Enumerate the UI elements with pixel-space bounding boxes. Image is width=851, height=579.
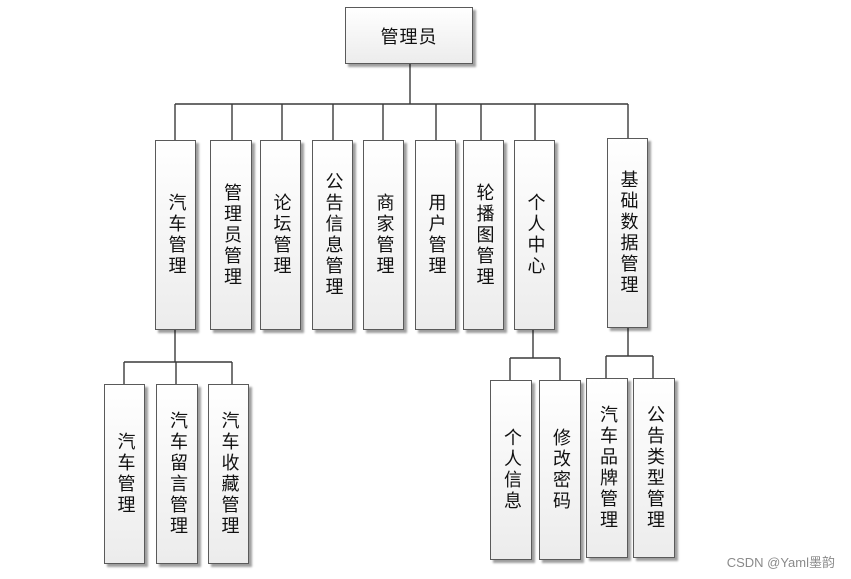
node-label: 论坛管理 [270,193,292,277]
node-label: 汽车收藏管理 [218,411,240,537]
node-base-data-management: 基础数据管理 [607,138,648,328]
node-personal-center: 个人中心 [514,140,555,330]
node-label: 汽车留言管理 [167,411,188,537]
node-forum-management: 论坛管理 [260,140,301,330]
node-user-management: 用户管理 [415,140,456,330]
node-label: 管理员管理 [221,182,242,288]
node-admin-management: 管理员管理 [210,140,252,330]
node-label: 个人中心 [524,193,546,277]
node-merchant-management: 商家管理 [363,140,404,330]
node-notice-management: 公告信息管理 [312,140,353,330]
root-node: 管理员 [345,7,473,64]
node-label: 个人信息 [501,428,522,512]
node-notice-type-management: 公告类型管理 [633,378,675,558]
node-label: 汽车品牌管理 [597,405,618,531]
node-label: 汽车管理 [114,432,136,516]
node-carousel-management: 轮播图管理 [463,140,504,330]
node-label: 用户管理 [425,193,447,277]
watermark-text: CSDN @Yaml墨韵 [726,555,835,570]
root-label: 管理员 [380,26,438,48]
node-label: 公告类型管理 [644,405,665,531]
node-car-sub-management: 汽车管理 [104,384,145,564]
node-car-favorite-management: 汽车收藏管理 [208,384,249,564]
node-label: 商家管理 [373,193,395,277]
node-car-message-management: 汽车留言管理 [156,384,198,564]
node-label: 基础数据管理 [617,170,639,296]
node-label: 修改密码 [550,428,571,512]
node-personal-info: 个人信息 [490,380,532,560]
node-car-management: 汽车管理 [155,140,196,330]
node-label: 汽车管理 [165,193,187,277]
node-label: 公告信息管理 [322,172,344,298]
node-car-brand-management: 汽车品牌管理 [586,378,628,558]
node-label: 轮播图管理 [473,182,495,288]
node-change-password: 修改密码 [539,380,581,560]
